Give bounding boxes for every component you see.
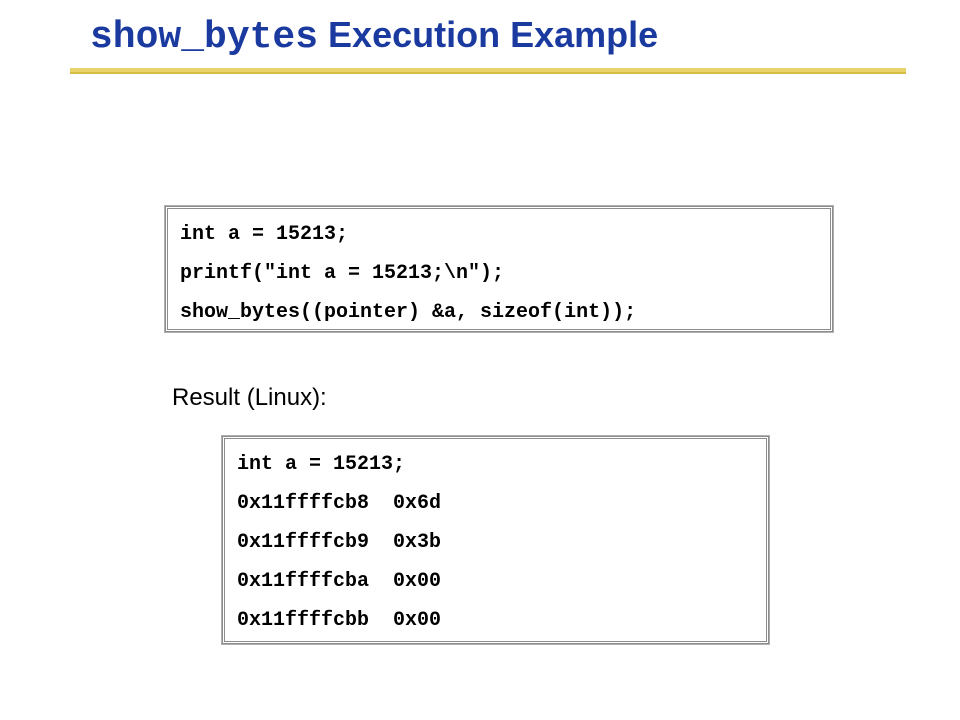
output-line: int a = 15213;: [237, 453, 406, 476]
title-underline: [70, 68, 906, 74]
source-code-box: int a = 15213; printf("int a = 15213;\n"…: [164, 205, 834, 333]
result-output-box: int a = 15213; 0x11ffffcb8 0x6d 0x11ffff…: [221, 435, 770, 645]
code-line: int a = 15213;: [180, 223, 349, 246]
code-line: show_bytes((pointer) &a, sizeof(int));: [180, 301, 637, 324]
slide-title: show_bytes Execution Example: [90, 14, 658, 64]
slide-title-code: show_bytes: [90, 16, 319, 59]
output-line: 0x11ffffcbb 0x00: [237, 609, 442, 632]
output-line: 0x11ffffcb8 0x6d: [237, 492, 442, 515]
slide-title-text: Execution Example: [318, 14, 659, 55]
result-label: Result (Linux):: [172, 384, 327, 411]
code-line: printf("int a = 15213;\n");: [180, 262, 505, 285]
output-line: 0x11ffffcb9 0x3b: [237, 531, 442, 554]
output-line: 0x11ffffcba 0x00: [237, 570, 442, 593]
